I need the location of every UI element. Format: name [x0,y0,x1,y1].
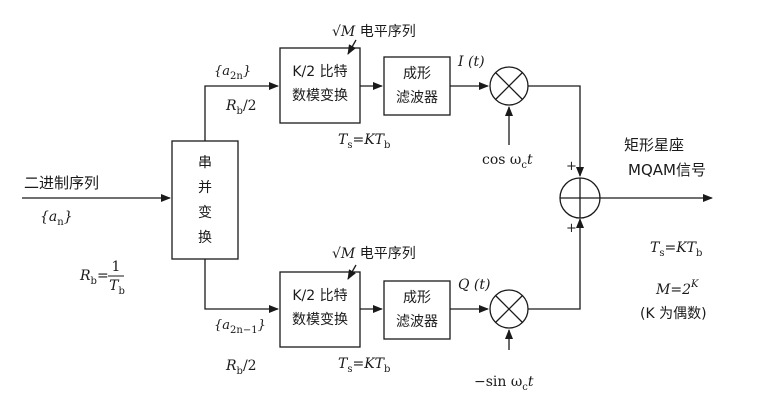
upper-filter-label: 成形滤波器 [396,66,438,106]
output-label-line1: 矩形星座 [624,136,685,154]
bit-rate-denominator: Tb [109,278,125,297]
param-k-note: (K 为偶数) [640,306,707,322]
lower-filter-label: 成形滤波器 [396,290,438,330]
lower-filter-box [383,280,451,340]
serial-parallel-label: 串并变换 [198,155,212,246]
upper-level-label: √M 电平序列 [332,24,416,40]
upper-symbol-period: Ts=KTb [338,132,391,151]
upper-carrier-label: cos ωct [482,152,533,171]
lower-carrier-label: −sin ωct [474,374,534,393]
lower-branch-line [204,259,279,313]
lower-converter-label: K/2 比特数模变换 [292,288,348,328]
output-label-line2: MQAM信号 [628,161,706,179]
lower-level-label: √M 电平序列 [332,246,416,262]
upper-rate-label: Rb/2 [226,98,257,117]
lower-sequence-label: {a2n−1} [214,318,266,336]
lower-signal-label: Q (t) [458,277,491,293]
upper-converter-label: K/2 比特数模变换 [292,64,348,104]
lower-symbol-period: Ts=KTb [338,356,391,375]
adder-plus-top: + [566,159,577,174]
lower-rate-label: Rb/2 [226,358,257,377]
upper-branch-line [204,82,279,141]
param-m: M=2K [656,279,699,298]
input-symbol: {an} [40,209,73,228]
bit-rate-label: Rb= [80,268,109,287]
bit-rate-numerator: 1 [111,259,121,275]
upper-sequence-label: {a2n} [214,64,252,82]
upper-signal-label: I (t) [458,54,485,70]
adder-plus-bottom: + [566,221,577,236]
param-symbol-period: Ts=KTb [650,240,703,259]
input-label: 二进制序列 [24,174,100,192]
